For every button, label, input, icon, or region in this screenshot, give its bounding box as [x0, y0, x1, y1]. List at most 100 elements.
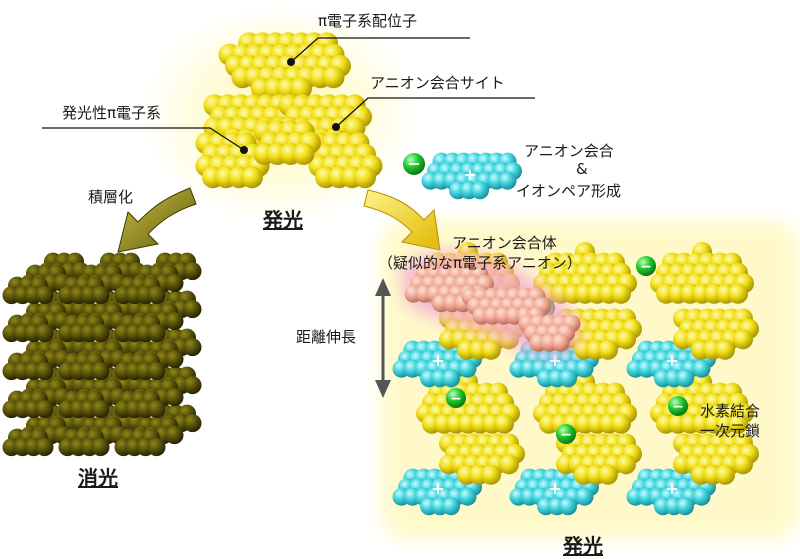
- atom-sphere: [733, 329, 753, 350]
- label-emission-bottom: 発光: [563, 534, 603, 558]
- pseudo-pi-anion-molecule: [400, 251, 581, 356]
- atom-sphere: [183, 338, 202, 357]
- atom-sphere: [183, 262, 202, 281]
- atom-sphere: [35, 324, 54, 343]
- atom-sphere: [292, 142, 315, 165]
- stacked-olive-molecules: [2, 252, 202, 457]
- label-pseudo-anion: （疑似的なπ電子系アニオン）: [378, 254, 582, 272]
- atom-sphere: [481, 464, 501, 485]
- atom-sphere: [559, 369, 577, 388]
- atom-sphere: [290, 77, 312, 100]
- minus-sign-icon: −: [450, 391, 462, 407]
- anion-sphere: [636, 256, 656, 276]
- atom-sphere: [611, 413, 631, 434]
- atom-sphere: [598, 464, 618, 485]
- atom-sphere: [715, 339, 735, 360]
- plus-sign-icon: +: [665, 479, 678, 498]
- distance-double-arrow: [375, 278, 391, 398]
- anion-sphere: [403, 153, 425, 175]
- atom-sphere: [494, 413, 514, 434]
- minus-sign-icon: −: [560, 427, 572, 443]
- label-anion-assoc: アニオン会合: [524, 142, 614, 160]
- marker-anion-site: [332, 123, 340, 131]
- atom-sphere: [35, 286, 54, 305]
- plus-sign-icon: +: [463, 165, 476, 184]
- atom-sphere: [442, 497, 460, 516]
- atom-sphere: [165, 388, 184, 407]
- atom-sphere: [91, 438, 110, 457]
- atom-sphere: [559, 497, 577, 516]
- atom-sphere: [611, 283, 631, 304]
- label-anion-site: アニオン会合サイト: [370, 74, 505, 92]
- atom-sphere: [598, 339, 618, 360]
- atom-sphere: [498, 171, 517, 190]
- plus-sign-icon: +: [665, 351, 678, 370]
- ion-pair-illustration: −+: [403, 152, 522, 200]
- atom-sphere: [458, 359, 477, 378]
- label-chain: 一次元鎖: [700, 422, 761, 440]
- atom-sphere: [733, 454, 753, 475]
- atom-sphere: [676, 369, 694, 388]
- atom-sphere: [35, 400, 54, 419]
- ion-pairing-arrow: [363, 189, 441, 251]
- atom-sphere: [551, 333, 570, 352]
- atom-sphere: [183, 414, 202, 433]
- atom-sphere: [715, 464, 735, 485]
- label-emissive-pi: 発光性π電子系: [62, 104, 162, 122]
- minus-sign-icon: −: [407, 154, 420, 173]
- stacking-arrow: [117, 187, 197, 253]
- atom-sphere: [458, 487, 477, 506]
- atom-sphere: [35, 362, 54, 381]
- atom-sphere: [616, 329, 636, 350]
- anion-sphere: [668, 396, 688, 416]
- leader-emissive-pi: [42, 127, 245, 151]
- atom-sphere: [728, 283, 748, 304]
- atom-sphere: [322, 66, 345, 89]
- label-pi-ligand: π電子系配位子: [318, 12, 418, 30]
- marker-pi-ligand: [287, 58, 295, 66]
- atom-sphere: [575, 359, 594, 378]
- atom-sphere: [442, 369, 460, 388]
- atom-sphere: [147, 438, 166, 457]
- plus-sign-icon: +: [548, 351, 561, 370]
- atom-sphere: [165, 312, 184, 331]
- atom-sphere: [692, 487, 711, 506]
- atom-sphere: [91, 324, 110, 343]
- minus-sign-icon: −: [672, 399, 684, 415]
- label-quench: 消光: [78, 466, 118, 490]
- atom-sphere: [575, 487, 594, 506]
- atom-sphere: [91, 286, 110, 305]
- label-hbond: 水素結合: [700, 402, 761, 420]
- label-emission-top: 発光: [263, 208, 303, 232]
- atom-sphere: [165, 274, 184, 293]
- atom-sphere: [471, 181, 489, 200]
- atom-sphere: [147, 324, 166, 343]
- plus-sign-icon: +: [548, 479, 561, 498]
- atom-sphere: [147, 362, 166, 381]
- plus-sign-icon: +: [431, 351, 444, 370]
- anion-sphere: [556, 424, 576, 444]
- atom-sphere: [692, 359, 711, 378]
- atom-sphere: [91, 400, 110, 419]
- label-distance: 距離伸長: [296, 328, 357, 346]
- atom-sphere: [147, 400, 166, 419]
- marker-emissive-pi: [240, 146, 248, 154]
- atom-sphere: [35, 438, 54, 457]
- anion-sphere: [446, 388, 466, 408]
- atom-sphere: [183, 300, 202, 319]
- atom-sphere: [676, 497, 694, 516]
- atom-sphere: [165, 350, 184, 369]
- label-anion-complex: アニオン会合体: [452, 234, 557, 252]
- atom-sphere: [165, 426, 184, 445]
- atom-sphere: [183, 376, 202, 395]
- label-ampersand: &: [576, 160, 588, 178]
- atom-sphere: [354, 166, 376, 189]
- minus-sign-icon: −: [640, 259, 652, 275]
- atom-sphere: [616, 454, 636, 475]
- leader-pi-ligand: [290, 37, 470, 63]
- atom-sphere: [241, 166, 263, 189]
- label-stacking: 積層化: [88, 188, 134, 206]
- label-ion-pair: イオンペア形成: [516, 182, 622, 200]
- atom-sphere: [91, 362, 110, 381]
